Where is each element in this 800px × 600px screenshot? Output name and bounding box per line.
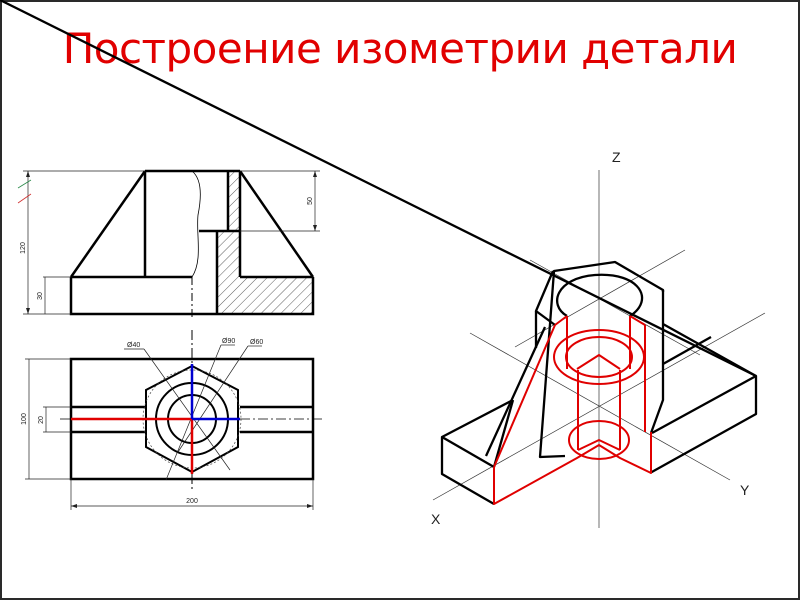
top-view: Ø40 Ø90 Ø60 100 20 200	[21, 330, 325, 510]
dim-diameter-outer: Ø40	[127, 342, 140, 349]
dim-base-height: 30	[37, 292, 44, 300]
dim-width: 200	[186, 498, 198, 505]
break-line	[191, 170, 201, 278]
dim-diameter-inner: Ø60	[250, 339, 263, 346]
hatch-upper	[228, 171, 239, 231]
axis-label-y: Y	[740, 482, 750, 498]
marker-green	[17, 179, 32, 189]
hatch-lower	[217, 231, 313, 314]
dim-total-height: 120	[20, 242, 27, 254]
axis-label-x: X	[431, 511, 441, 527]
marker-red	[17, 193, 32, 204]
dim-slot: 20	[38, 416, 45, 424]
dim-diameter-mid: Ø90	[222, 338, 235, 345]
axis-label-z: Z	[612, 149, 621, 165]
dim-depth: 100	[21, 413, 28, 425]
front-view: 120 30 50	[17, 169, 320, 320]
isometric-view: Z X Y	[0, 0, 766, 528]
slide-title: Построение изометрии детали	[62, 24, 738, 73]
dim-hole-depth: 50	[307, 197, 314, 205]
